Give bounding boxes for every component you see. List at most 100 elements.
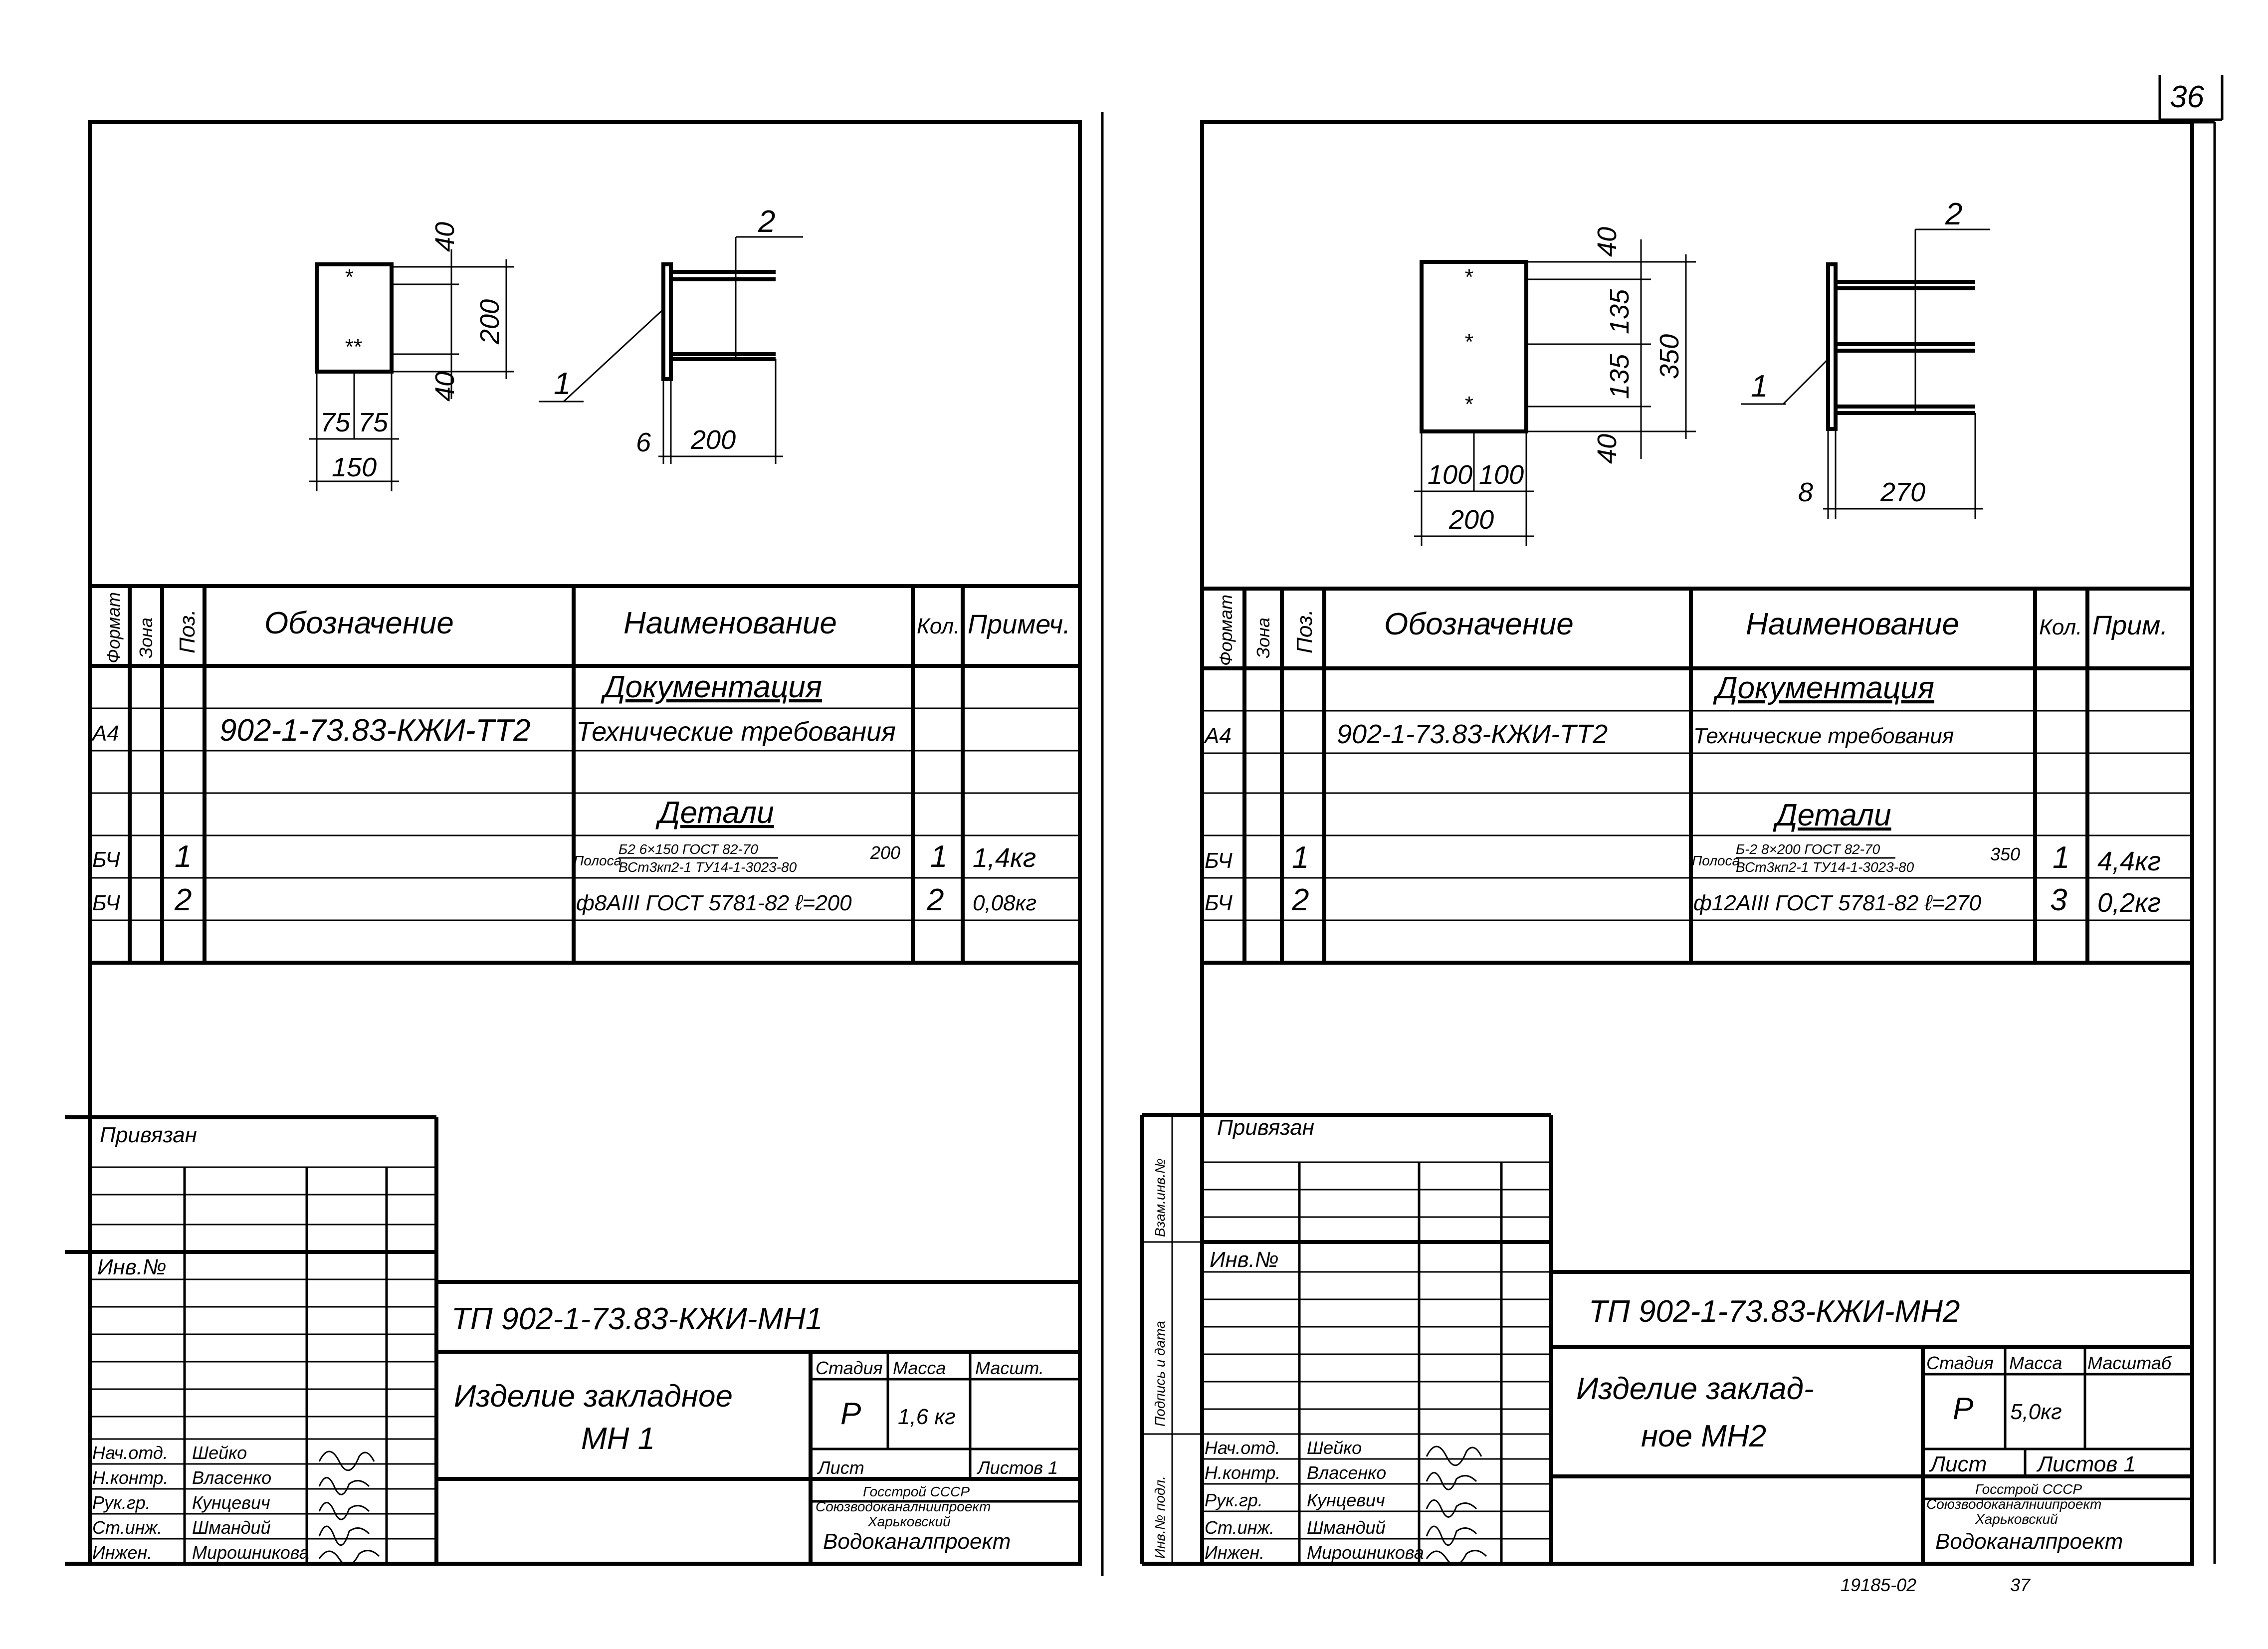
title-line-2: ное МН2: [1641, 1419, 1766, 1453]
hdr-designation: Обозначение: [1384, 607, 1574, 641]
mass-label: Масса: [893, 1358, 946, 1378]
role-3: Рук.гр.: [92, 1492, 151, 1513]
sheet-label: Лист: [1929, 1452, 1987, 1476]
hdr-pos: Поз.: [175, 609, 200, 653]
row2-note: 0,2кг: [2097, 888, 2161, 918]
footer-page: 37: [2010, 1575, 2031, 1595]
plate-side-view: [661, 262, 673, 381]
dim-thickness: 6: [636, 427, 651, 457]
callout-2: 2: [758, 205, 775, 239]
hdr-name: Наименование: [1746, 607, 1959, 641]
org-line-2: Союзводоканалниипроект: [1926, 1496, 2101, 1512]
dim-plate-height: 350: [1654, 334, 1684, 379]
hdr-qty: Кол.: [2039, 615, 2082, 639]
drawing-mn1: * ** 40 200 40 75 75 150: [309, 205, 803, 491]
callout-1: 1: [1751, 369, 1768, 404]
row1-format: БЧ: [1205, 848, 1233, 873]
row2-pos: 2: [174, 883, 192, 917]
dim-spacing-1: 135: [1605, 289, 1635, 334]
plate-side-view: [1826, 262, 1838, 431]
row1-format: БЧ: [92, 847, 120, 872]
side-label-1: Взам.инв.№: [1152, 1158, 1168, 1237]
title-block-mn1: Привязан Инв.№ Нач.отд. Шейко Н.контр. В…: [65, 1115, 1080, 1566]
doc-code: ТП 902-1-73.83-КЖИ-МН1: [451, 1302, 823, 1336]
page-number-box: 36: [2158, 75, 2224, 121]
signatures: [1426, 1445, 1487, 1566]
spec-table-mn1: Формат Зона Поз. Обозначение Наименовани…: [90, 584, 1080, 965]
svg-text:*: *: [344, 265, 354, 289]
hdr-format: Формат: [103, 592, 124, 663]
section-docs: Документация: [1713, 671, 1934, 705]
role-2: Н.контр.: [1205, 1462, 1280, 1483]
inv-label: Инв.№: [1210, 1247, 1279, 1272]
org-line-2: Союзводоканалниипроект: [816, 1499, 991, 1514]
row1-qty: 1: [930, 839, 947, 874]
scale-label: Масшт.: [975, 1358, 1044, 1378]
scale-label: Масштаб: [2087, 1353, 2172, 1373]
title-line-1: Изделие закладное: [454, 1379, 733, 1414]
doc-designation: 902-1-73.83-КЖИ-ТТ2: [1337, 719, 1608, 749]
sheets-count: Листов 1: [2036, 1452, 2136, 1476]
row2-name: ф8АIII ГОСТ 5781-82 ℓ=200: [576, 891, 852, 915]
row1-name-prefix: Полоса: [1692, 853, 1740, 868]
side-label-2: Подпись и дата: [1152, 1321, 1168, 1427]
row1-note: 4,4кг: [2097, 846, 2161, 876]
org-line-4: Водоканалпроект: [823, 1529, 1011, 1554]
title-block-mn2: Взам.инв.№ Подпись и дата Инв.№ подл.: [1140, 1113, 2192, 1566]
svg-text:*: *: [1464, 330, 1473, 354]
spec-table-mn2: Формат Зона Поз. Обозначение Наименовани…: [1202, 587, 2192, 965]
org-line-4: Водоканалпроект: [1935, 1529, 2123, 1554]
doc-format: А4: [91, 721, 119, 746]
row1-name-prefix: Полоса: [574, 853, 621, 868]
doc-designation: 902-1-73.83-КЖИ-ТТ2: [219, 713, 531, 748]
svg-text:*: *: [1464, 392, 1473, 416]
dim-half-width-1: 100: [1428, 460, 1472, 490]
role-2: Н.контр.: [92, 1467, 168, 1488]
row1-note: 1,4кг: [973, 843, 1036, 873]
mass-label: Масса: [2009, 1353, 2062, 1373]
stage-value: Р: [1953, 1392, 1973, 1426]
hdr-note: Прим.: [2092, 611, 2168, 640]
person-1: Шейко: [192, 1443, 247, 1463]
row2-qty: 2: [926, 883, 944, 917]
role-1: Нач.отд.: [1205, 1438, 1280, 1458]
org-line-3: Харьковский: [867, 1514, 951, 1529]
role-4: Ст.инж.: [1205, 1517, 1274, 1538]
role-1: Нач.отд.: [92, 1443, 168, 1463]
row1-pos: 1: [175, 839, 192, 874]
dim-plate-height: 200: [475, 299, 505, 345]
doc-name: Технические требования: [576, 717, 896, 747]
hdr-designation: Обозначение: [264, 606, 454, 640]
person-3: Кунцевич: [192, 1492, 270, 1513]
sheet-right: * * * 40 135 135 350 40 100 100 200: [1140, 120, 2216, 1566]
row1-name-top: Б2 6×150 ГОСТ 82-70: [619, 841, 758, 857]
person-5: Мирошникова: [192, 1542, 309, 1563]
hdr-format: Формат: [1216, 595, 1236, 666]
person-2: Власенко: [1307, 1462, 1386, 1483]
side-label-3: Инв.№ подл.: [1152, 1476, 1168, 1559]
person-4: Шмандий: [1307, 1517, 1386, 1538]
dim-offset-top: 40: [430, 222, 460, 252]
hdr-zone: Зона: [1253, 618, 1273, 658]
dim-bar-length: 270: [1880, 477, 1925, 507]
callout-1: 1: [554, 367, 571, 401]
row2-format: БЧ: [92, 891, 120, 915]
dim-plate-width: 200: [1448, 505, 1494, 535]
dim-half-width-2: 75: [358, 408, 389, 437]
title-line-2: МН 1: [581, 1422, 655, 1456]
dim-offset-bottom: 40: [430, 372, 460, 402]
inv-label: Инв.№: [97, 1255, 167, 1279]
sheet-left: * ** 40 200 40 75 75 150: [65, 120, 1082, 1566]
dim-half-width-2: 100: [1479, 460, 1524, 490]
sheet-label: Лист: [817, 1457, 864, 1478]
stage-label: Стадия: [1926, 1353, 1994, 1373]
org-line-1: Госстрой СССР: [863, 1484, 970, 1499]
row2-qty: 3: [2050, 883, 2067, 917]
org-line-1: Госстрой СССР: [1975, 1481, 2082, 1497]
dim-half-width-1: 75: [320, 408, 351, 437]
doc-name: Технические требования: [1693, 724, 1954, 748]
hdr-pos: Поз.: [1292, 609, 1317, 653]
row1-name-bottom: ВСт3кп2-1 ТУ14-1-3023-80: [1736, 859, 1914, 875]
role-5: Инжен.: [1205, 1542, 1264, 1563]
person-1: Шейко: [1307, 1438, 1362, 1458]
